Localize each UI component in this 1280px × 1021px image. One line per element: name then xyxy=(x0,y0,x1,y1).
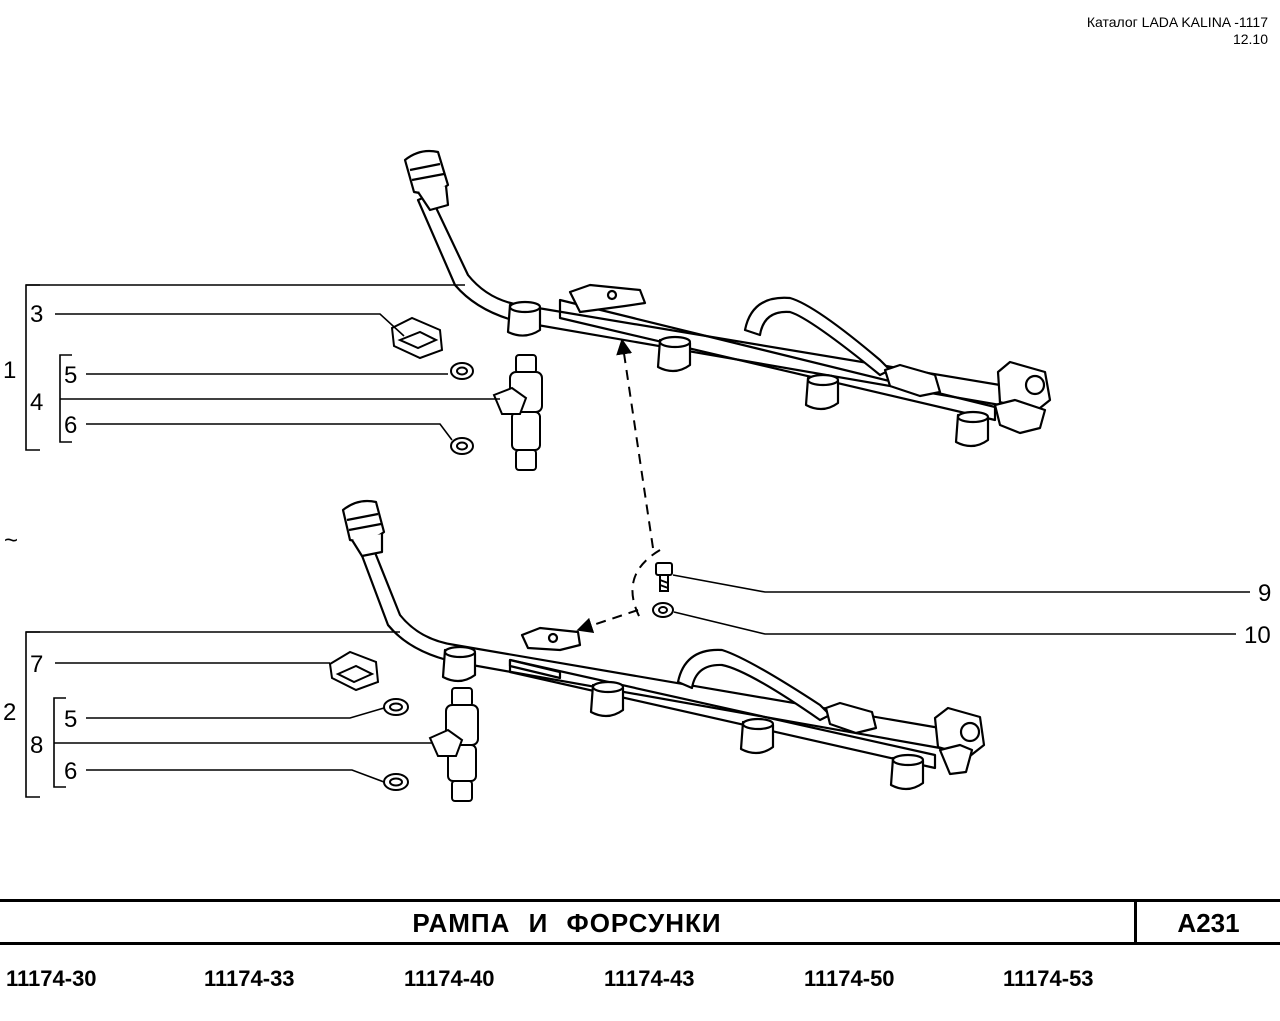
assembly-arrows xyxy=(576,338,661,634)
callout-10: 10 xyxy=(1244,622,1271,649)
callout-9: 9 xyxy=(1258,580,1271,607)
catalog-header: Каталог LADA KALINA -1117 12.10 xyxy=(1087,14,1268,48)
fuel-rail-upper xyxy=(403,149,1052,448)
callout-1: 1 xyxy=(3,357,16,384)
callout-6-upper: 6 xyxy=(64,412,77,439)
callout-4: 4 xyxy=(30,389,43,416)
model-code: 11174-50 xyxy=(804,966,895,991)
washer-10 xyxy=(652,602,674,618)
o-ring-6-lower xyxy=(383,773,409,791)
model-code: 11174-40 xyxy=(404,966,495,991)
callout-2: 2 xyxy=(3,699,16,726)
callout-7: 7 xyxy=(30,651,43,678)
catalog-title: Каталог LADA KALINA -1117 xyxy=(1086,14,1268,30)
o-ring-5-upper xyxy=(450,362,474,380)
callout-6-lower: 6 xyxy=(64,758,77,785)
leader-lines xyxy=(25,284,1250,798)
clip-7 xyxy=(328,650,380,692)
bolt-9 xyxy=(655,562,673,592)
model-list: 11174-30 11174-33 11174-40 11174-43 1117… xyxy=(0,966,1280,996)
callout-5-upper: 5 xyxy=(64,362,77,389)
injector-8 xyxy=(428,687,479,802)
model-code: 11174-53 xyxy=(1003,966,1094,991)
model-code: 11174-30 xyxy=(6,966,97,991)
catalog-date: 12.10 xyxy=(1232,31,1268,47)
page-title: РАМПА И ФОРСУНКИ xyxy=(412,908,722,938)
callout-5-lower: 5 xyxy=(64,706,77,733)
title-bar: РАМПА И ФОРСУНКИ A231 xyxy=(0,899,1280,945)
tilde-mark: ~ xyxy=(4,527,18,554)
model-code: 11174-33 xyxy=(204,966,295,991)
callout-3: 3 xyxy=(30,301,43,328)
o-ring-6-upper xyxy=(450,437,474,455)
o-ring-5-lower xyxy=(383,698,409,716)
fuel-rail-diagram: 1 3 4 5 6 ~ 2 7 8 5 6 9 10 xyxy=(3,149,1271,802)
injector-4 xyxy=(492,354,543,471)
callout-8: 8 xyxy=(30,732,43,759)
clip-3 xyxy=(390,316,444,360)
fuel-rail-lower xyxy=(341,499,986,791)
model-code: 11174-43 xyxy=(604,966,695,991)
section-code: A231 xyxy=(1134,902,1280,942)
